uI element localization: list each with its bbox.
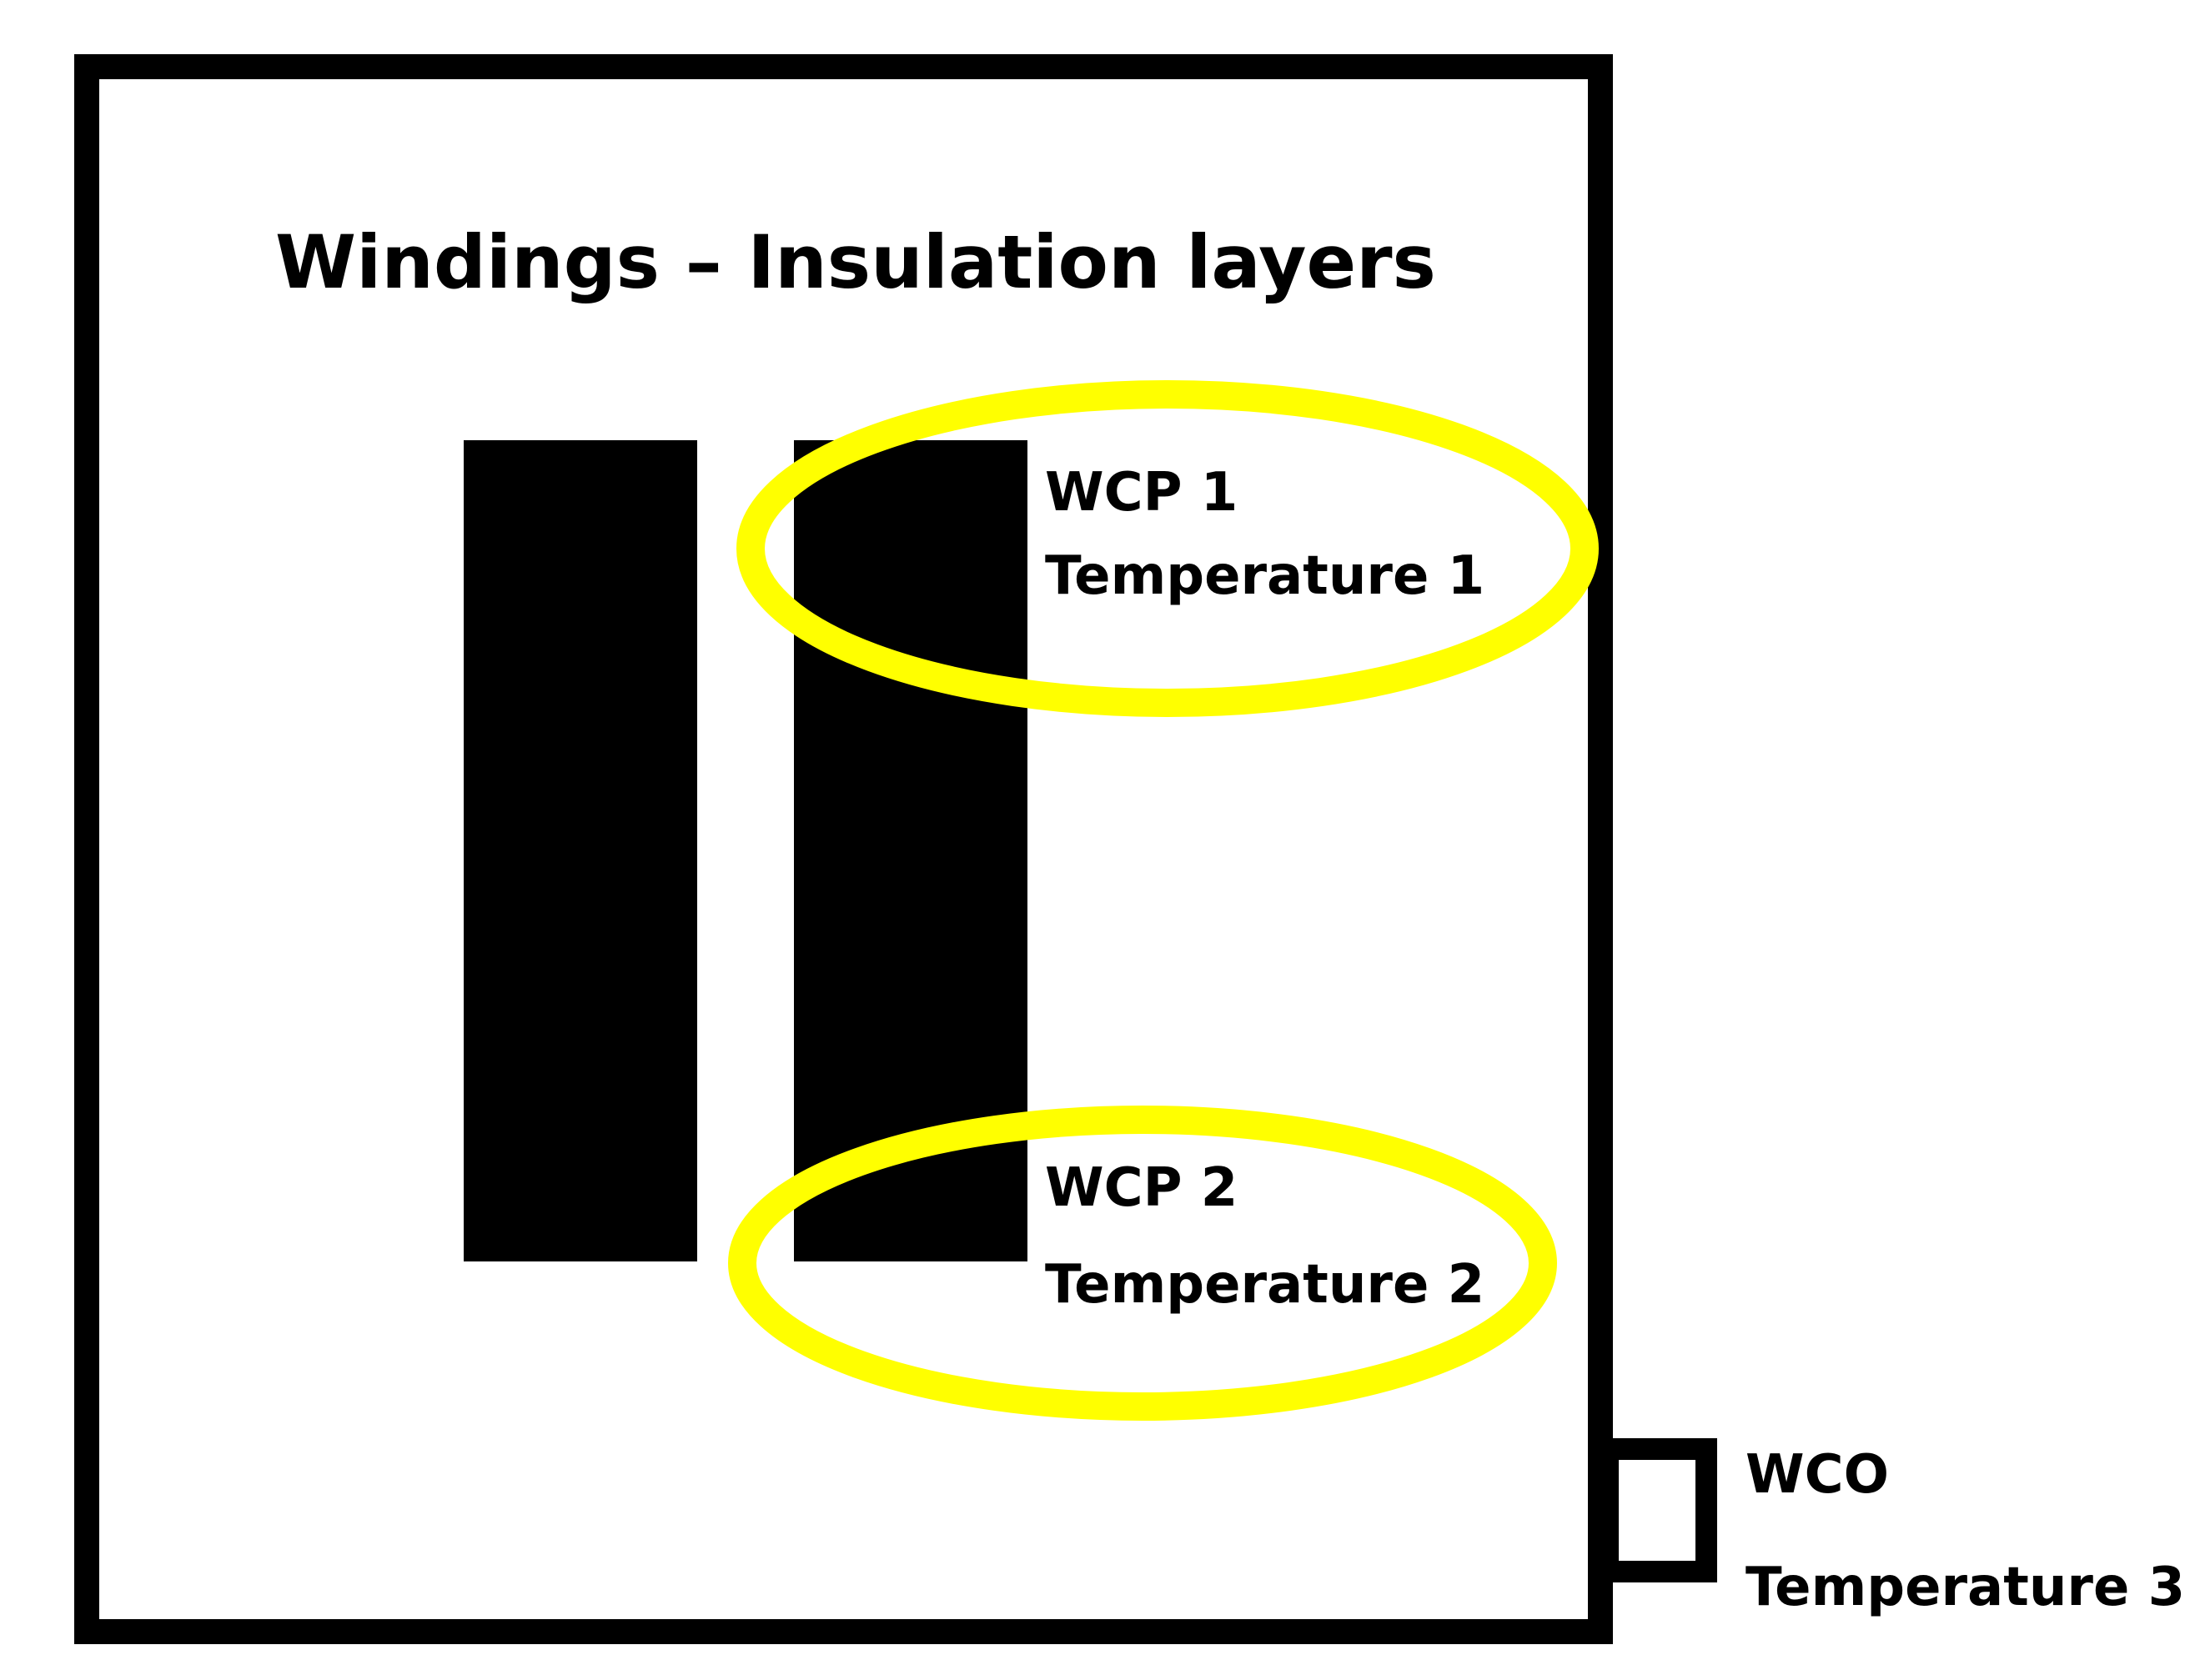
probe-label-wco: WCO [1745,1444,1889,1506]
probe-label-wcp1: WCP 1 [1045,462,1238,524]
winding-left [464,440,697,1261]
enclosure-box [74,54,1613,1644]
highlight-ellipse-wcp2 [728,1106,1557,1421]
probe-label-wcp2: WCP 2 [1045,1157,1238,1219]
diagram-title: Windings – Insulation layers [275,219,1436,305]
probe-measurement-wco: Temperature 3 [1745,1557,2185,1618]
wco-probe-box [1597,1438,1717,1582]
probe-measurement-wcp2: Temperature 2 [1045,1254,1484,1316]
highlight-ellipse-wcp1 [736,380,1599,717]
probe-measurement-wcp1: Temperature 1 [1045,545,1484,607]
